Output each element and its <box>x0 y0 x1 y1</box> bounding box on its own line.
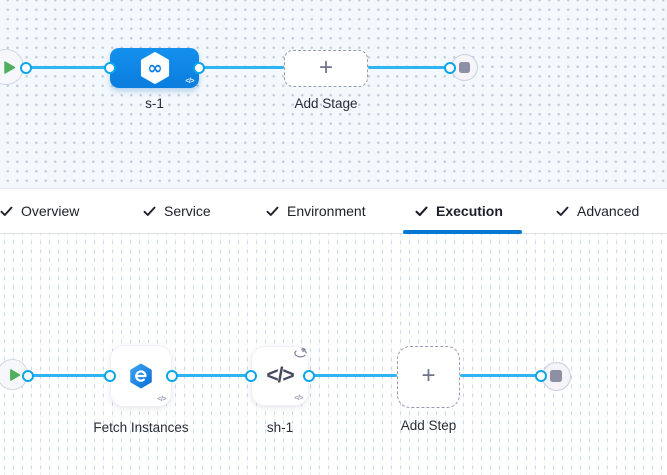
tab-service[interactable]: Service <box>143 189 211 233</box>
stage-node-s-1[interactable]: ∞ </> <box>110 48 199 88</box>
active-tab-indicator <box>403 230 522 234</box>
edge-stage-to-addstage <box>199 66 284 69</box>
svg-text:∞: ∞ <box>147 58 162 79</box>
stop-icon <box>458 62 470 73</box>
tab-label: Advanced <box>577 203 640 219</box>
cd-stage-icon: ∞ <box>138 51 172 85</box>
step-label: sh-1 <box>266 420 294 435</box>
connector-port[interactable] <box>104 370 116 382</box>
code-badge-icon: </> <box>185 78 194 85</box>
fetch-instances-icon <box>127 362 155 390</box>
connector-port[interactable] <box>303 370 315 382</box>
stage-graph-canvas: ∞ </> s-1 + Add Stage <box>0 0 667 188</box>
connector-port[interactable] <box>245 370 257 382</box>
connector-port[interactable] <box>193 61 205 74</box>
tab-label: Service <box>164 203 211 219</box>
edge-start-to-stage <box>26 66 110 69</box>
connector-port[interactable] <box>22 370 34 382</box>
edge-addstage-to-end <box>368 66 447 69</box>
code-badge-icon: </> <box>157 396 166 403</box>
stage-label: s-1 <box>145 96 164 111</box>
execution-start-node <box>0 359 28 390</box>
connector-port[interactable] <box>104 61 116 74</box>
edge-start-to-fetch <box>28 374 110 377</box>
shell-script-icon: </> <box>266 364 294 387</box>
check-icon <box>556 206 569 217</box>
add-step-label: Add Step <box>400 418 457 433</box>
tab-overview[interactable]: Overview <box>0 189 79 233</box>
stage-config-tabbar: Overview Service Environment Execution A… <box>0 188 667 234</box>
stop-icon <box>550 370 562 382</box>
connector-port[interactable] <box>444 61 456 74</box>
plus-icon: + <box>421 362 436 389</box>
add-step-button[interactable]: + <box>397 346 460 408</box>
play-icon <box>3 60 16 75</box>
check-icon <box>0 206 13 217</box>
tab-label: Execution <box>436 203 503 219</box>
connector-port[interactable] <box>20 61 32 74</box>
step-node-sh-1[interactable]: </> </> <box>251 346 309 406</box>
code-badge-icon: </> <box>294 395 303 402</box>
play-icon <box>9 368 21 382</box>
tab-label: Overview <box>21 203 80 219</box>
tab-advanced[interactable]: Advanced <box>556 189 639 233</box>
tab-execution[interactable]: Execution <box>415 189 503 233</box>
looping-strategy-icon <box>292 346 309 365</box>
connector-port[interactable] <box>166 370 178 382</box>
connector-port[interactable] <box>535 370 547 382</box>
add-stage-button[interactable]: + <box>284 50 368 87</box>
step-label: Fetch Instances <box>93 420 189 435</box>
plus-icon: + <box>318 53 333 81</box>
edge-fetch-to-sh1 <box>172 374 252 377</box>
check-icon <box>415 206 428 217</box>
check-icon <box>143 206 156 217</box>
edge-addstep-to-end <box>460 374 537 377</box>
step-node-fetch-instances[interactable]: </> <box>110 345 172 407</box>
add-stage-label: Add Stage <box>294 96 358 111</box>
check-icon <box>266 206 279 217</box>
tab-label: Environment <box>287 203 366 219</box>
tab-environment[interactable]: Environment <box>266 189 366 233</box>
edge-sh1-to-addstep <box>309 374 397 377</box>
execution-graph-canvas <box>0 233 667 475</box>
